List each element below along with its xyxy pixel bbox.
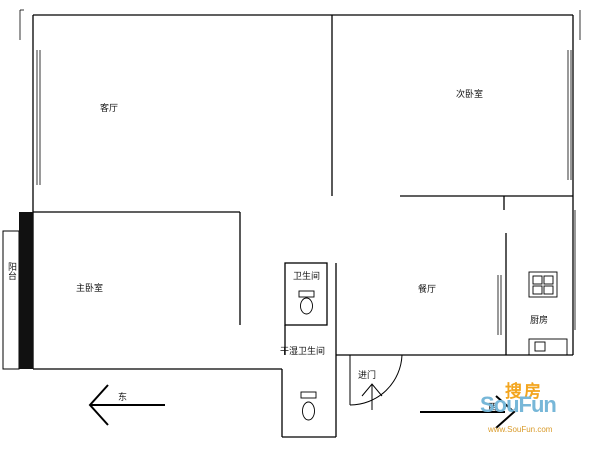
watermark-url: www.SouFun.com	[488, 425, 553, 434]
room-label-dining: 餐厅	[418, 285, 437, 295]
stove-burner-2	[543, 275, 554, 285]
sink	[528, 338, 568, 356]
kitchen-fixtures	[528, 271, 568, 356]
wall-bathroom	[284, 262, 328, 326]
stove-burner-3	[532, 285, 543, 295]
toilets	[298, 290, 317, 421]
toilet-tank-1	[298, 290, 315, 298]
stove-burner-4	[543, 285, 554, 295]
room-label-bathroom: 卫生间	[293, 272, 321, 282]
entrance-door	[349, 354, 403, 410]
room-label-dry-wet-bathroom: 干湿卫生间	[280, 347, 326, 357]
balcony-wall	[19, 212, 33, 369]
sink-basin	[534, 341, 546, 352]
balcony-outline	[2, 230, 20, 370]
windows	[19, 9, 581, 335]
toilet-bowl-2	[302, 401, 315, 421]
room-label-entrance: 进门	[358, 371, 377, 381]
direction-label-east: 东	[118, 393, 128, 403]
direction-label-west: 西	[488, 403, 498, 413]
room-label-kitchen: 厨房	[530, 316, 549, 326]
room-label-living: 客厅	[100, 104, 119, 114]
toilet-bowl-1	[300, 297, 313, 315]
entry-arrow-head	[361, 383, 383, 397]
west-arrow-head	[495, 395, 516, 429]
room-label-balcony: 阳台	[6, 262, 16, 280]
toilet-tank-2	[300, 391, 317, 399]
door-swing	[349, 354, 403, 406]
east-arrow-head	[88, 384, 109, 426]
east-arrow-icon	[88, 384, 165, 426]
west-arrow-icon	[420, 395, 516, 429]
watermark-brand-cn: 搜房	[505, 382, 543, 402]
walls	[32, 14, 574, 438]
stove-burner-1	[532, 275, 543, 285]
room-label-second-bedroom: 次卧室	[456, 90, 484, 100]
stove	[528, 271, 558, 298]
room-label-master-bedroom: 主卧室	[76, 284, 104, 294]
watermark-brand-en: SouFun	[480, 392, 557, 417]
